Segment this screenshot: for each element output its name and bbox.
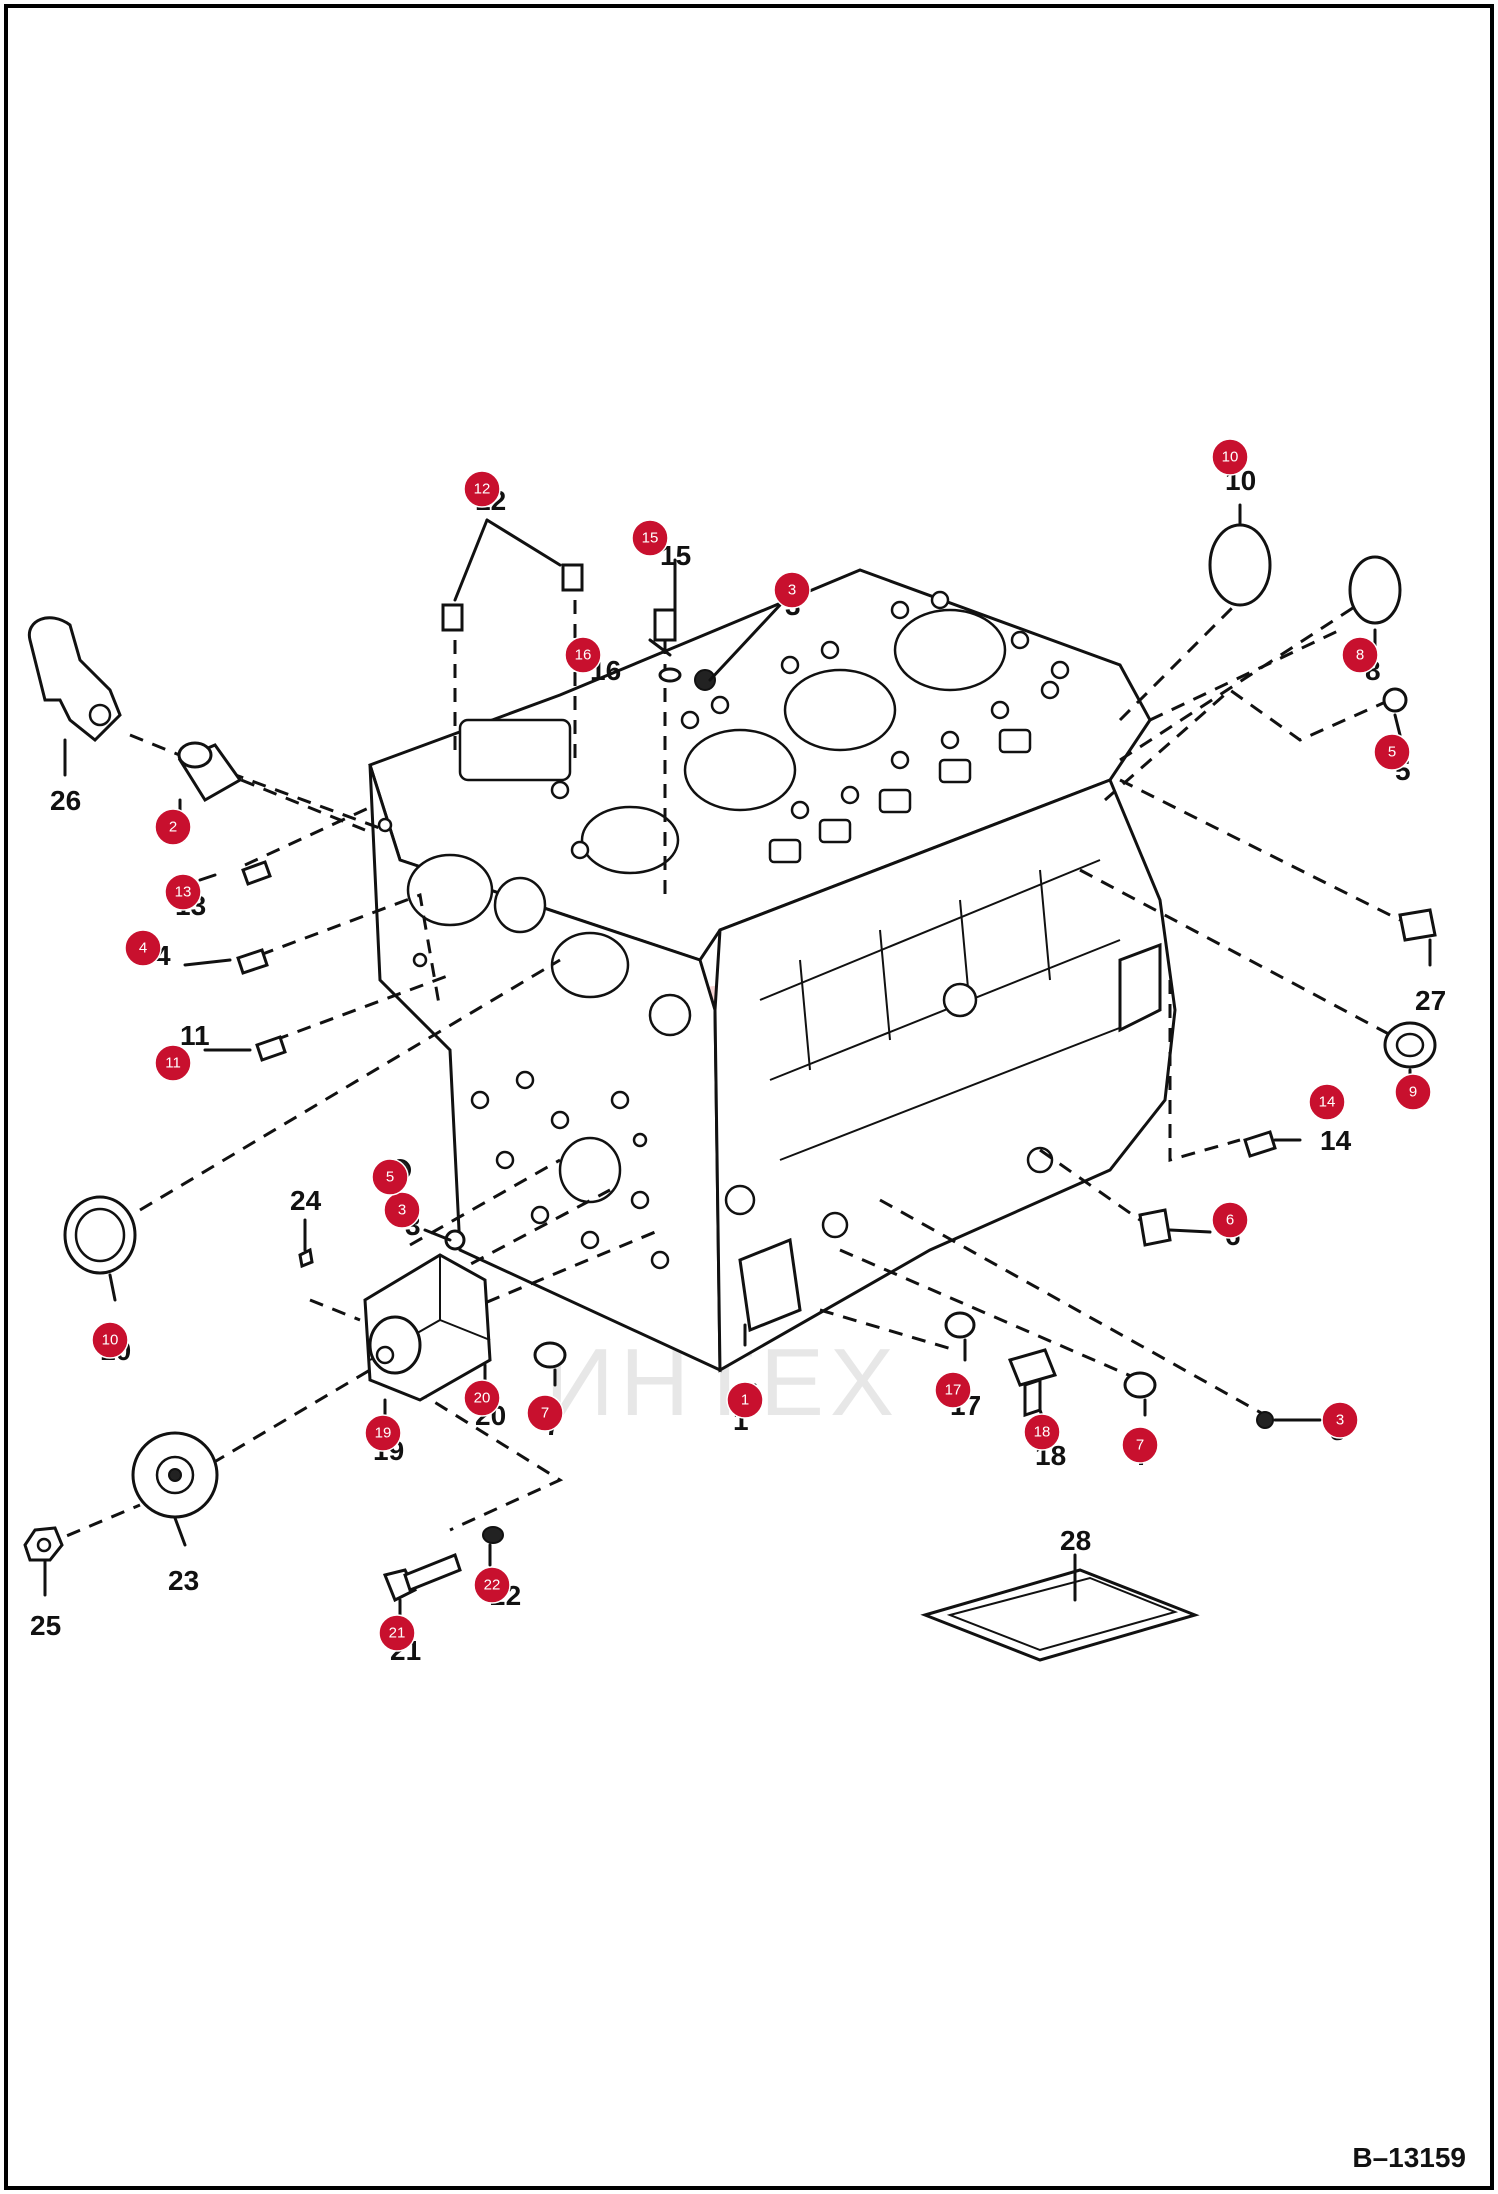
svg-text:9: 9 bbox=[1409, 1084, 1417, 1101]
badge-7b[interactable]: 7 bbox=[1121, 1426, 1159, 1464]
svg-text:13: 13 bbox=[175, 884, 192, 901]
svg-text:2: 2 bbox=[169, 819, 177, 836]
svg-text:6: 6 bbox=[1226, 1212, 1234, 1229]
badge-9[interactable]: 9 bbox=[1394, 1073, 1432, 1111]
diagram-reference-id: B–13159 bbox=[1352, 2142, 1466, 2173]
badge-2[interactable]: 2 bbox=[154, 808, 192, 846]
svg-text:10: 10 bbox=[102, 1332, 119, 1349]
svg-text:1: 1 bbox=[741, 1392, 749, 1409]
badge-6[interactable]: 6 bbox=[1211, 1201, 1249, 1239]
badge-3a[interactable]: 3 bbox=[773, 571, 811, 609]
badge-14[interactable]: 14 bbox=[1308, 1083, 1346, 1121]
callout-23: 23 bbox=[168, 1565, 199, 1596]
svg-text:5: 5 bbox=[386, 1169, 394, 1186]
callout-25: 25 bbox=[30, 1610, 61, 1641]
svg-text:14: 14 bbox=[1319, 1094, 1336, 1111]
svg-text:7: 7 bbox=[541, 1405, 549, 1422]
svg-text:20: 20 bbox=[474, 1390, 491, 1407]
callout-badges: 1 2 3 3 3 4 5 5 6 7 7 8 9 10 10 11 12 13… bbox=[91, 438, 1432, 1652]
svg-text:19: 19 bbox=[375, 1425, 392, 1442]
svg-text:3: 3 bbox=[788, 582, 796, 599]
badge-12[interactable]: 12 bbox=[463, 470, 501, 508]
callout-24: 24 bbox=[290, 1185, 322, 1216]
svg-text:8: 8 bbox=[1356, 647, 1364, 664]
svg-text:22: 22 bbox=[484, 1577, 501, 1594]
badge-20[interactable]: 20 bbox=[463, 1379, 501, 1417]
badge-18[interactable]: 18 bbox=[1023, 1413, 1061, 1451]
svg-text:5: 5 bbox=[1388, 744, 1396, 761]
svg-text:15: 15 bbox=[642, 530, 659, 547]
svg-text:4: 4 bbox=[139, 940, 147, 957]
badge-13[interactable]: 13 bbox=[164, 873, 202, 911]
svg-text:16: 16 bbox=[575, 647, 592, 664]
badge-3c[interactable]: 3 bbox=[1321, 1401, 1359, 1439]
callout-28: 28 bbox=[1060, 1525, 1091, 1556]
svg-text:7: 7 bbox=[1136, 1437, 1144, 1454]
badge-19[interactable]: 19 bbox=[364, 1414, 402, 1452]
badge-1[interactable]: 1 bbox=[726, 1381, 764, 1419]
svg-text:18: 18 bbox=[1034, 1424, 1051, 1441]
callout-11: 11 bbox=[180, 1020, 210, 1051]
callout-14: 14 bbox=[1320, 1125, 1352, 1156]
badge-5b[interactable]: 5 bbox=[371, 1158, 409, 1196]
badge-21[interactable]: 21 bbox=[378, 1614, 416, 1652]
badge-3b[interactable]: 3 bbox=[383, 1191, 421, 1229]
callout-26: 26 bbox=[50, 785, 81, 816]
badge-4[interactable]: 4 bbox=[124, 929, 162, 967]
badge-22[interactable]: 22 bbox=[473, 1566, 511, 1604]
badge-7a[interactable]: 7 bbox=[526, 1394, 564, 1432]
badge-8[interactable]: 8 bbox=[1341, 636, 1379, 674]
svg-text:10: 10 bbox=[1222, 449, 1239, 466]
badge-16[interactable]: 16 bbox=[564, 636, 602, 674]
svg-text:12: 12 bbox=[474, 481, 491, 498]
svg-text:3: 3 bbox=[1336, 1412, 1344, 1429]
cylinder-block bbox=[368, 568, 1177, 1373]
assembly-lines bbox=[44, 598, 1401, 1547]
badge-10a[interactable]: 10 bbox=[1211, 438, 1249, 476]
callout-27: 27 bbox=[1415, 985, 1446, 1016]
badge-5a[interactable]: 5 bbox=[1373, 733, 1411, 771]
badge-10b[interactable]: 10 bbox=[91, 1321, 129, 1359]
svg-text:3: 3 bbox=[398, 1202, 406, 1219]
badge-17[interactable]: 17 bbox=[934, 1371, 972, 1409]
badge-11[interactable]: 11 bbox=[154, 1044, 192, 1082]
badge-15[interactable]: 15 bbox=[631, 519, 669, 557]
svg-text:17: 17 bbox=[945, 1382, 962, 1399]
diagram-frame bbox=[4, 4, 1494, 2190]
svg-text:21: 21 bbox=[389, 1625, 406, 1642]
small-parts bbox=[23, 523, 1437, 1662]
svg-text:11: 11 bbox=[165, 1055, 181, 1072]
